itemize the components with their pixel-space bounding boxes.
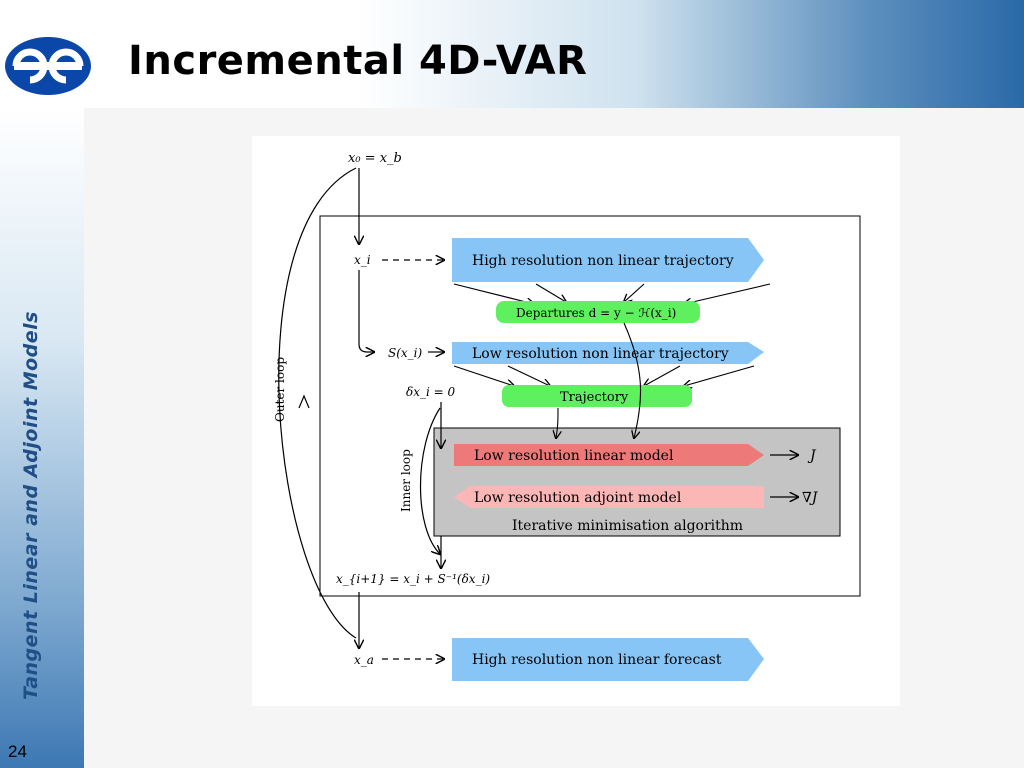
trajectory-box bbox=[502, 385, 692, 407]
j-label: J bbox=[807, 448, 817, 464]
update-equation-label: x_{i+1} = x_i + S⁻¹(δx_i) bbox=[336, 572, 490, 586]
departures-box bbox=[496, 301, 700, 323]
grad-j-label: ∇J bbox=[802, 490, 819, 506]
low-res-linear-model-arrow bbox=[454, 444, 764, 466]
sidebar-label: Tangent Linear and Adjoint Models bbox=[20, 311, 42, 700]
low-res-adjoint-model-arrow bbox=[454, 486, 764, 508]
incremental-4dvar-diagram: x₀ = x_b x_i High resolution non linear … bbox=[252, 136, 900, 706]
outer-loop-arrow bbox=[278, 167, 357, 639]
high-res-trajectory-label: High resolution non linear trajectory bbox=[472, 253, 734, 269]
low-res-linear-model-label: Low resolution linear model bbox=[474, 448, 674, 464]
slide-title: Incremental 4D-VAR bbox=[128, 38, 588, 84]
ecmwf-logo-icon bbox=[5, 37, 91, 95]
iterative-minimisation-label: Iterative minimisation algorithm bbox=[512, 518, 743, 534]
slide-header: Incremental 4D-VAR bbox=[0, 0, 1024, 108]
sxi-label: S(x_i) bbox=[388, 346, 423, 360]
xa-label: x_a bbox=[354, 653, 374, 667]
low-res-trajectory-arrow bbox=[452, 342, 764, 364]
inner-loop-label: Inner loop bbox=[399, 449, 413, 512]
trajectory-to-linear-arrow bbox=[556, 407, 558, 438]
high-res-trajectory-arrow bbox=[452, 238, 764, 282]
outer-loop-label: Outer loop bbox=[273, 357, 287, 422]
page-number: 24 bbox=[8, 742, 27, 761]
inner-loop-arrow bbox=[420, 407, 441, 554]
slide-sidebar bbox=[0, 108, 84, 768]
low-res-adjoint-model-label: Low resolution adjoint model bbox=[474, 490, 682, 506]
departures-to-linear-arrow bbox=[623, 322, 642, 438]
low-res-trajectory-label: Low resolution non linear trajectory bbox=[472, 346, 729, 362]
departures-label: Departures d = y − ℋ(x_i) bbox=[516, 306, 676, 320]
xi-to-sxi-arrow bbox=[358, 270, 374, 352]
dx-zero-label: δx_i = 0 bbox=[406, 385, 456, 399]
xi-label: x_i bbox=[354, 253, 371, 267]
trajectory-label: Trajectory bbox=[560, 390, 629, 405]
content-area: x₀ = x_b x_i High resolution non linear … bbox=[84, 108, 1024, 768]
x0-label: x₀ = x_b bbox=[348, 151, 402, 166]
high-res-forecast-arrow bbox=[452, 638, 764, 681]
high-res-forecast-label: High resolution non linear forecast bbox=[472, 652, 722, 668]
